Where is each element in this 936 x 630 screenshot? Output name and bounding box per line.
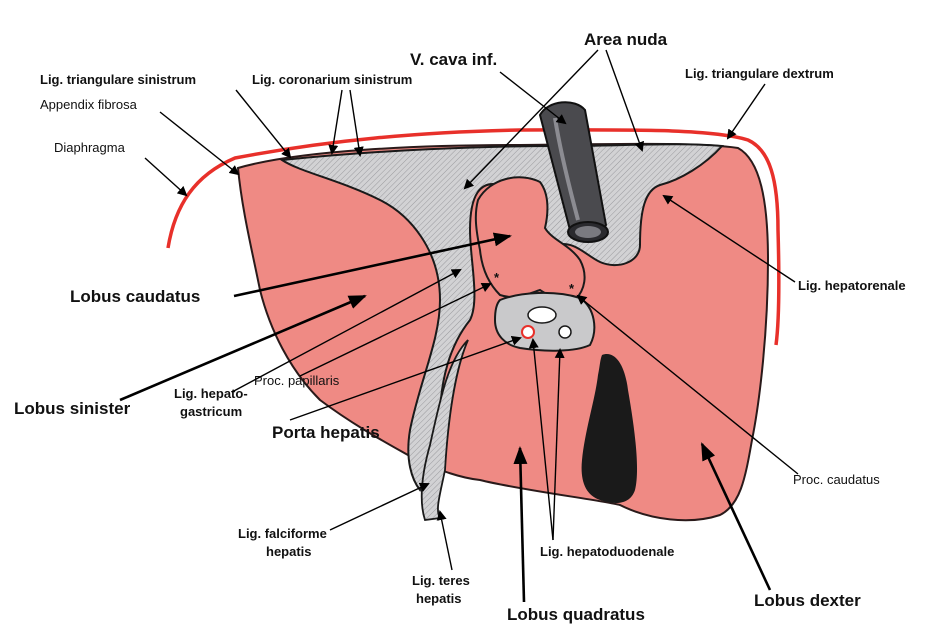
label-proc-papillaris: Proc. papillaris xyxy=(254,373,340,388)
label-lobus-caudatus: Lobus caudatus xyxy=(70,287,200,306)
label-porta-hepatis: Porta hepatis xyxy=(272,423,380,442)
portal-vein-opening xyxy=(528,307,556,323)
bile-duct-opening xyxy=(522,326,534,338)
label-appendix-fibrosa: Appendix fibrosa xyxy=(40,97,138,112)
label-lig-triangulare-sinistrum: Lig. triangulare sinistrum xyxy=(40,72,196,87)
label-v-cava-inf: V. cava inf. xyxy=(410,50,497,69)
label-lobus-dexter: Lobus dexter xyxy=(754,591,861,610)
leader-v-cava-inf xyxy=(500,72,565,123)
label-area-nuda: Area nuda xyxy=(584,30,668,49)
label-lig-teres-2: hepatis xyxy=(416,591,462,606)
label-diaphragma: Diaphragma xyxy=(54,140,126,155)
leader-lig-falciforme xyxy=(330,484,428,530)
label-lig-hepatogastricum-2: gastricum xyxy=(180,404,242,419)
leader-diaphragma xyxy=(145,158,186,195)
label-lig-triangulare-dextrum: Lig. triangulare dextrum xyxy=(685,66,834,81)
hepatic-artery-opening xyxy=(559,326,571,338)
label-lig-falciforme-1: Lig. falciforme xyxy=(238,526,327,541)
leader-lig-coronarium-sinistrum-2 xyxy=(350,90,360,155)
label-lig-hepatogastricum-1: Lig. hepato- xyxy=(174,386,248,401)
label-proc-caudatus: Proc. caudatus xyxy=(793,472,880,487)
leader-lig-teres xyxy=(440,512,452,570)
leader-area-nuda-2 xyxy=(606,50,642,150)
label-lig-teres-1: Lig. teres xyxy=(412,573,470,588)
label-lobus-sinister: Lobus sinister xyxy=(14,399,131,418)
label-lig-hepatorenale: Lig. hepatorenale xyxy=(798,278,906,293)
label-lig-hepatoduodenale: Lig. hepatoduodenale xyxy=(540,544,674,559)
leader-appendix-fibrosa xyxy=(160,112,238,174)
label-lig-falciforme-2: hepatis xyxy=(266,544,312,559)
leader-lig-triangulare-dextrum xyxy=(728,84,765,138)
leader-lig-triangulare-sinistrum xyxy=(236,90,290,157)
label-lig-coronarium-sinistrum: Lig. coronarium sinistrum xyxy=(252,72,412,87)
label-lobus-quadratus: Lobus quadratus xyxy=(507,605,645,624)
